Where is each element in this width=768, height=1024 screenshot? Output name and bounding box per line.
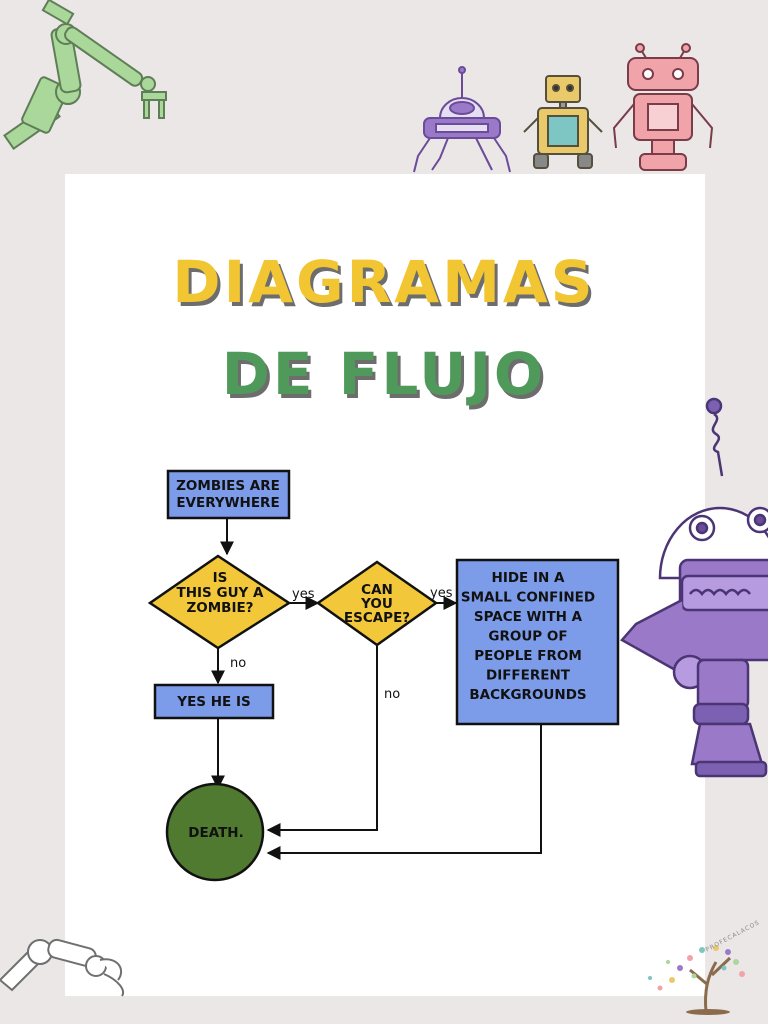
- edge-escape-to-death: [266, 646, 378, 837]
- node-yeshe-text: YES HE IS: [176, 694, 250, 710]
- text-line: SMALL CONFINED: [461, 590, 595, 606]
- text-line: THIS GUY A: [177, 585, 264, 601]
- text-line: ZOMBIES ARE: [176, 478, 280, 494]
- edge-hide-to-death: [266, 724, 542, 860]
- watermark-text: PROFECALACOS: [705, 919, 761, 953]
- title-line-2: DE FLUJO: [221, 340, 547, 408]
- tree-logo-icon: [648, 945, 745, 1015]
- text-line: DIFFERENT: [486, 668, 571, 684]
- text-line: CAN: [361, 582, 393, 598]
- node-start-box: [166, 469, 291, 520]
- spider-robot-icon: [413, 66, 511, 173]
- edge-label-no-1: no: [230, 656, 246, 671]
- edge-label-yes-1: yes: [292, 587, 315, 602]
- text-line: HIDE IN A: [492, 570, 565, 586]
- box-robot-icon: [523, 75, 603, 169]
- node-death-text: DEATH.: [188, 825, 243, 841]
- text-line: ZOMBIE?: [186, 600, 253, 616]
- title-line-1: DIAGRAMAS: [172, 248, 596, 316]
- node-hide-text: HIDE IN A SMALL CONFINED SPACE WITH A GROUP…: [461, 570, 595, 703]
- node-escape-diamond: [315, 560, 439, 647]
- robot-claw-icon: [0, 938, 124, 997]
- node-hide-box: [455, 558, 620, 726]
- text-line: BACKGROUNDS: [469, 687, 586, 703]
- pink-robot-icon: [612, 43, 714, 171]
- purple-robot-icon: [620, 397, 768, 778]
- text-line: SPACE WITH A: [474, 609, 583, 625]
- robot-arm-icon: [3, 0, 167, 151]
- node-zombie-diamond: [147, 554, 292, 650]
- text-line: GROUP OF: [488, 629, 567, 645]
- text-line: YES HE IS: [176, 694, 250, 710]
- text-line: PEOPLE FROM: [474, 648, 582, 664]
- text-line: EVERYWHERE: [176, 495, 279, 511]
- text-line: IS: [213, 570, 228, 586]
- text-line: ESCAPE?: [344, 610, 410, 626]
- edge-label-no-2: no: [384, 687, 400, 702]
- edge-label-yes-2: yes: [430, 586, 453, 601]
- text-line: YOU: [360, 596, 393, 612]
- node-death-circle: [165, 782, 265, 882]
- node-yeshe-box: [153, 683, 275, 720]
- text-line: DEATH.: [188, 825, 243, 841]
